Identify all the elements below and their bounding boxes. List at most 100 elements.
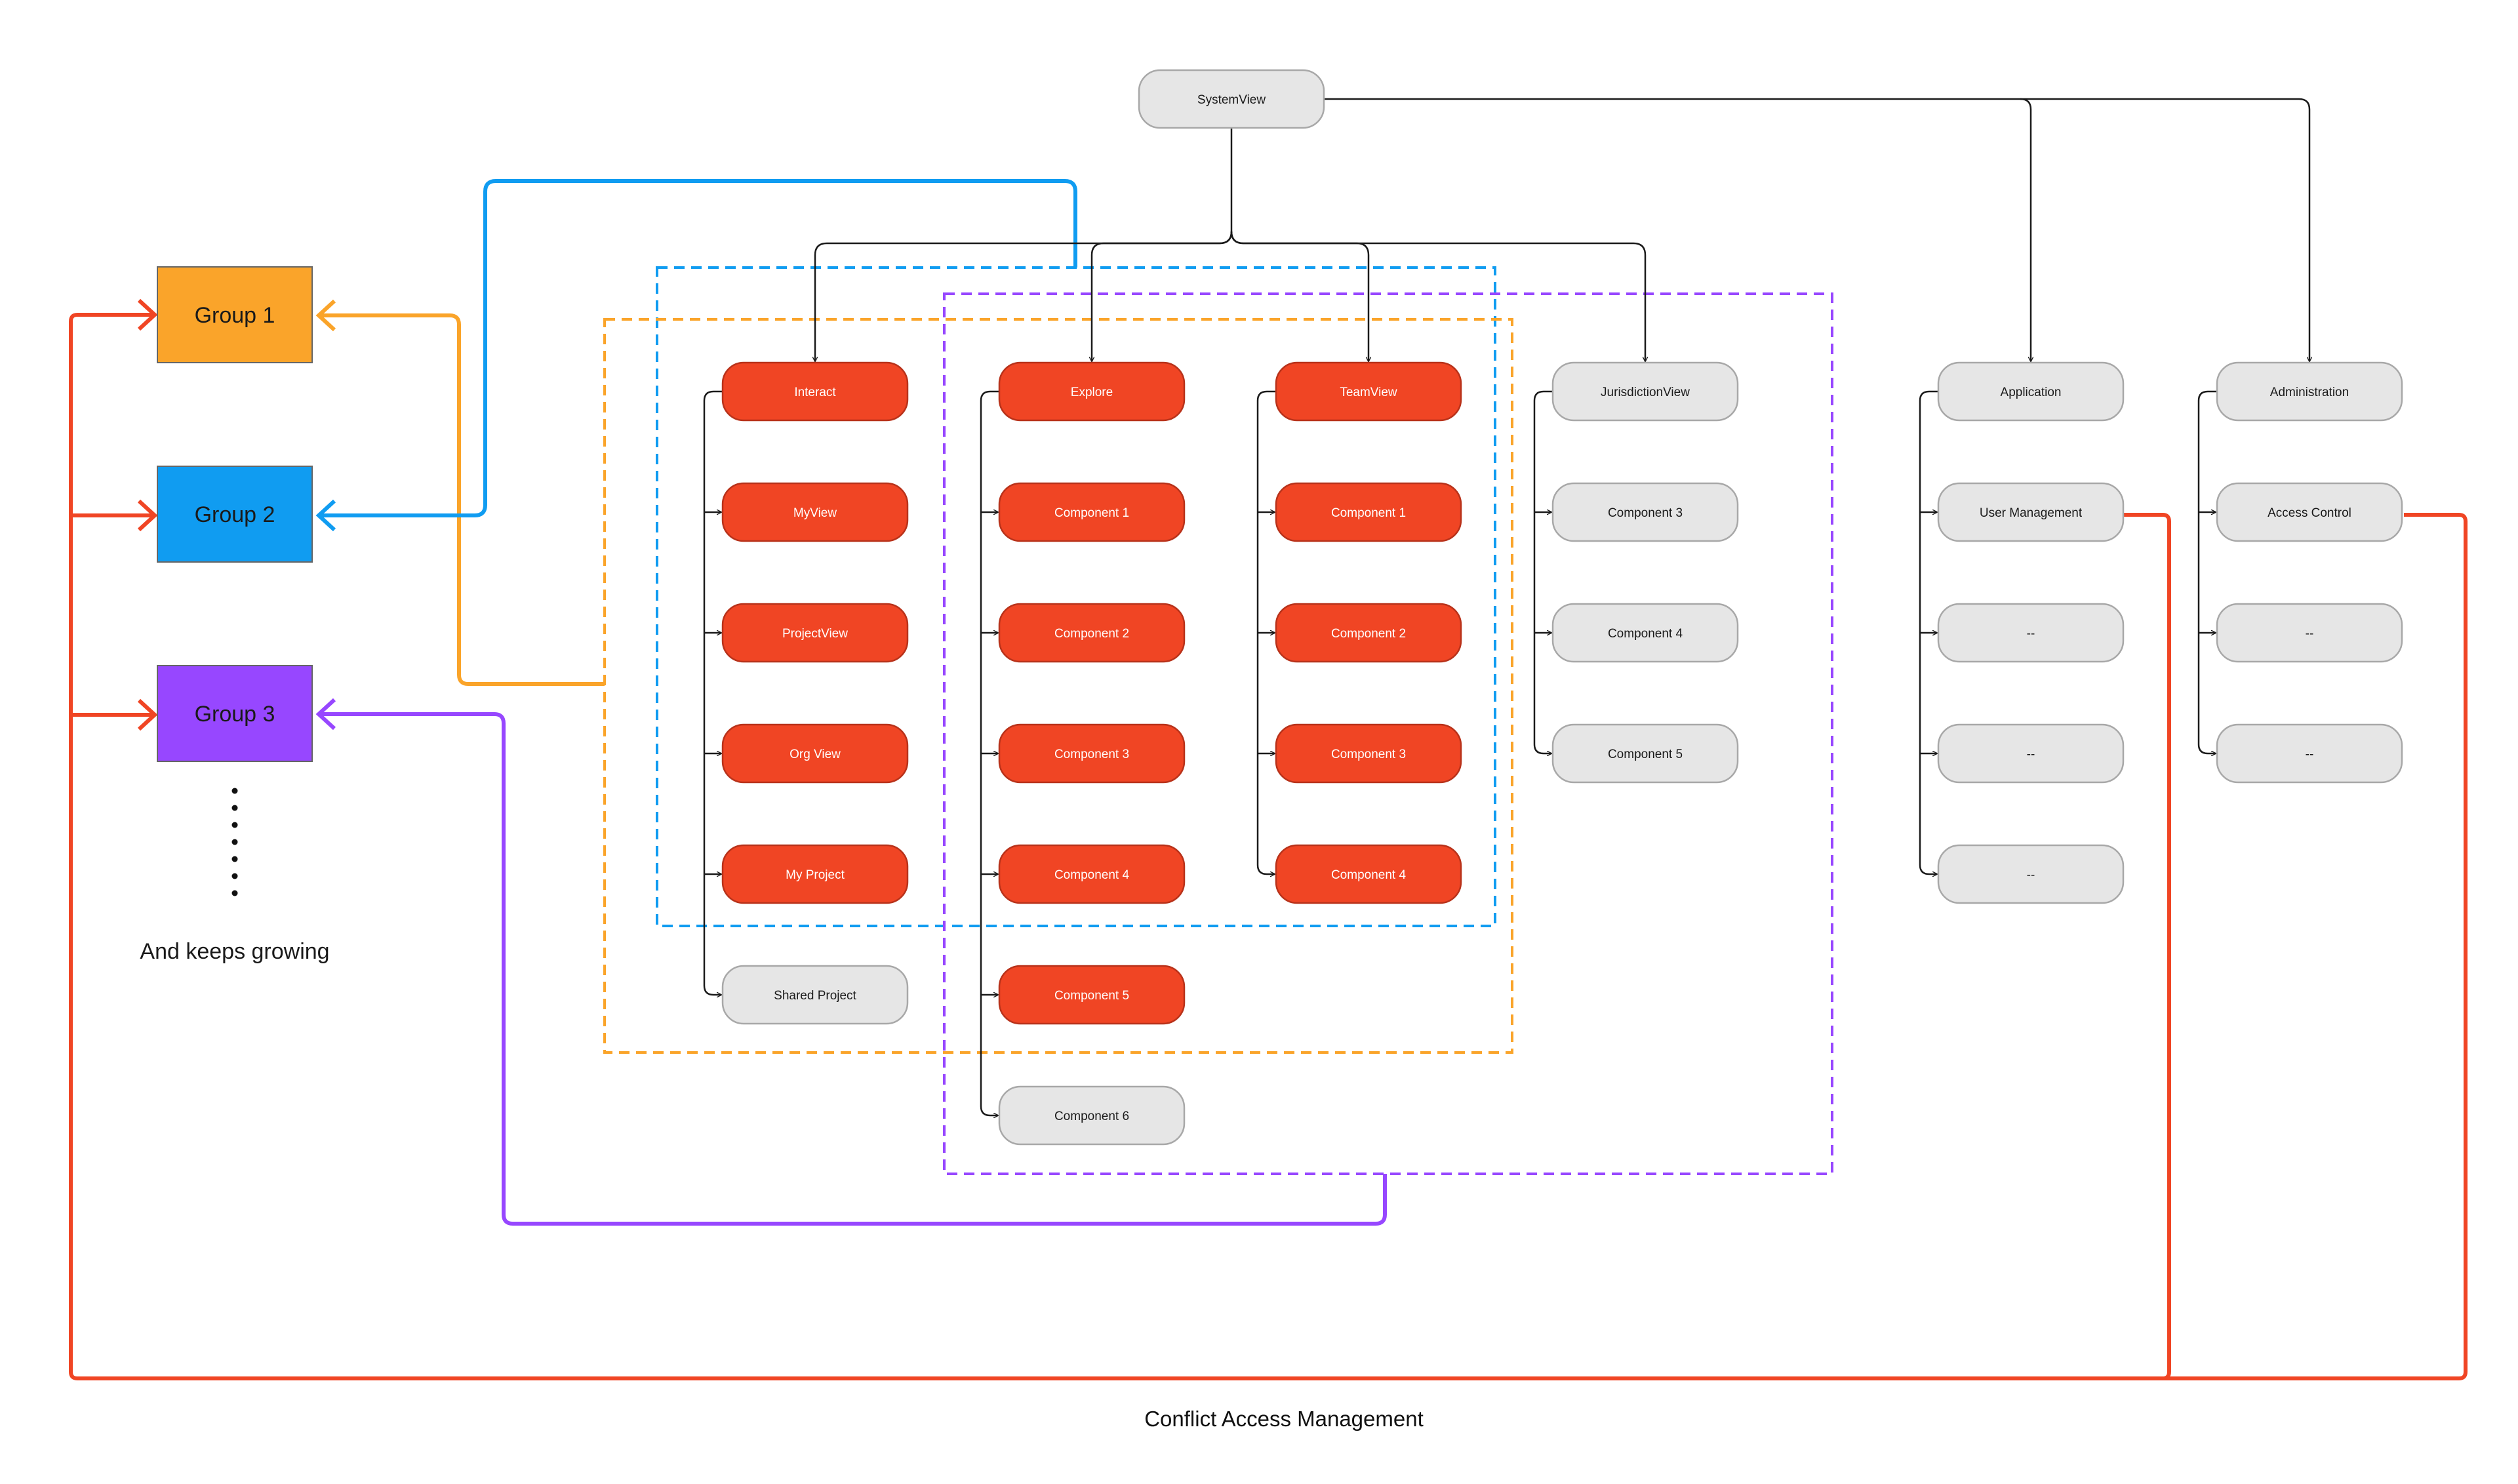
node-jurisdictionview-item-2-component-4-shape[interactable] bbox=[1551, 603, 1739, 663]
node-explore-item-2-component-2[interactable]: Component 2 bbox=[998, 603, 1186, 663]
tree-connector bbox=[703, 390, 723, 986]
node-teamview-shape[interactable] bbox=[1275, 361, 1462, 422]
node-teamview-item-2-component-2-shape[interactable] bbox=[1275, 603, 1462, 663]
node-administration-item-3-placeholder-label: -- bbox=[2306, 748, 2314, 761]
node-administration-shape[interactable] bbox=[2216, 361, 2403, 422]
node-teamview-item-2-component-2-label: Component 2 bbox=[1331, 627, 1406, 641]
node-explore-item-2-component-2-label: Component 2 bbox=[1054, 627, 1129, 641]
node-administration[interactable]: Administration bbox=[2216, 361, 2403, 422]
node-explore-item-1-component-1-label: Component 1 bbox=[1054, 506, 1129, 520]
node-jurisdictionview-item-3-component-5[interactable]: Component 5 bbox=[1551, 723, 1739, 784]
node-explore-shape[interactable] bbox=[998, 361, 1186, 422]
node-administration-item-3-placeholder-shape[interactable] bbox=[2216, 723, 2403, 784]
node-application-item-3-placeholder-shape[interactable] bbox=[1937, 723, 2125, 784]
node-interact-item-1-myview-shape[interactable] bbox=[721, 482, 909, 542]
node-teamview[interactable]: TeamView bbox=[1275, 361, 1462, 422]
node-application-item-2-placeholder-shape[interactable] bbox=[1937, 603, 2125, 663]
node-administration-item-3-placeholder[interactable]: -- bbox=[2216, 723, 2403, 784]
tree-connector bbox=[1230, 231, 1645, 361]
node-explore-item-2-component-2-shape[interactable] bbox=[998, 603, 1186, 663]
group-1[interactable]: Group 1 bbox=[157, 266, 313, 363]
node-application-item-4-placeholder[interactable]: -- bbox=[1937, 844, 2125, 904]
group-regions bbox=[603, 266, 1833, 1175]
node-teamview-item-4-component-4[interactable]: Component 4 bbox=[1275, 844, 1462, 904]
node-application-item-1-user-management-shape[interactable] bbox=[1937, 482, 2125, 542]
node-jurisdictionview-shape[interactable] bbox=[1551, 361, 1739, 422]
group-2-box[interactable] bbox=[157, 466, 313, 563]
node-explore-item-6-component-6-shape[interactable] bbox=[998, 1085, 1186, 1146]
node-interact-item-4-my-project[interactable]: My Project bbox=[721, 844, 909, 904]
node-interact-shape[interactable] bbox=[721, 361, 909, 422]
node-jurisdictionview[interactable]: JurisdictionView bbox=[1551, 361, 1739, 422]
node-teamview-item-1-component-1-label: Component 1 bbox=[1331, 506, 1406, 520]
node-interact-item-3-org-view[interactable]: Org View bbox=[721, 723, 909, 784]
group-2[interactable]: Group 2 bbox=[157, 466, 313, 563]
node-teamview-item-4-component-4-shape[interactable] bbox=[1275, 844, 1462, 904]
node-administration-item-2-placeholder-shape[interactable] bbox=[2216, 603, 2403, 663]
node-application-item-2-placeholder-label: -- bbox=[2027, 627, 2035, 641]
node-application[interactable]: Application bbox=[1937, 361, 2125, 422]
node-application-item-2-placeholder[interactable]: -- bbox=[1937, 603, 2125, 663]
group-3-box[interactable] bbox=[157, 665, 313, 762]
node-jurisdictionview-item-2-component-4[interactable]: Component 4 bbox=[1551, 603, 1739, 663]
node-interact-item-5-shared-project-shape[interactable] bbox=[721, 965, 909, 1025]
node-teamview-item-3-component-3-shape[interactable] bbox=[1275, 723, 1462, 784]
node-teamview-item-1-component-1[interactable]: Component 1 bbox=[1275, 482, 1462, 542]
group2-arrowhead-red bbox=[137, 499, 158, 532]
root-systemview-node-shape[interactable] bbox=[1138, 69, 1325, 129]
conflict-line bbox=[69, 313, 2171, 1380]
node-explore-item-1-component-1[interactable]: Component 1 bbox=[998, 482, 1186, 542]
tree-connector bbox=[1919, 390, 1938, 865]
node-explore-item-5-component-5[interactable]: Component 5 bbox=[998, 965, 1186, 1025]
group2-link bbox=[319, 179, 1077, 517]
node-explore-item-6-component-6-label: Component 6 bbox=[1054, 1110, 1129, 1123]
node-explore-item-4-component-4-shape[interactable] bbox=[998, 844, 1186, 904]
node-interact-item-4-my-project-shape[interactable] bbox=[721, 844, 909, 904]
node-application-item-3-placeholder[interactable]: -- bbox=[1937, 723, 2125, 784]
group-3[interactable]: Group 3 bbox=[157, 665, 313, 762]
node-administration-item-2-placeholder[interactable]: -- bbox=[2216, 603, 2403, 663]
node-jurisdictionview-item-2-component-4-label: Component 4 bbox=[1608, 627, 1683, 641]
group-3-label: Group 3 bbox=[195, 702, 275, 727]
root-systemview-node-label: SystemView bbox=[1197, 93, 1266, 107]
node-explore-item-6-component-6[interactable]: Component 6 bbox=[998, 1085, 1186, 1146]
tree-connector bbox=[815, 231, 1233, 361]
group-1-box[interactable] bbox=[157, 266, 313, 363]
tree-connector bbox=[1230, 231, 1369, 361]
node-interact-item-2-projectview-shape[interactable] bbox=[721, 603, 909, 663]
node-explore-item-5-component-5-shape[interactable] bbox=[998, 965, 1186, 1025]
node-administration-item-1-access-control[interactable]: Access Control bbox=[2216, 482, 2403, 542]
node-jurisdictionview-item-1-component-3-shape[interactable] bbox=[1551, 482, 1739, 542]
node-application-shape[interactable] bbox=[1937, 361, 2125, 422]
node-interact-item-4-my-project-label: My Project bbox=[786, 868, 845, 882]
node-teamview-item-1-component-1-shape[interactable] bbox=[1275, 482, 1462, 542]
node-interact-item-2-projectview[interactable]: ProjectView bbox=[721, 603, 909, 663]
node-application-item-4-placeholder-shape[interactable] bbox=[1937, 844, 2125, 904]
node-administration-item-1-access-control-shape[interactable] bbox=[2216, 482, 2403, 542]
node-explore-item-1-component-1-shape[interactable] bbox=[998, 482, 1186, 542]
conflict-line-admin bbox=[2157, 513, 2468, 1380]
node-teamview-item-3-component-3[interactable]: Component 3 bbox=[1275, 723, 1462, 784]
root-systemview-node[interactable]: SystemView bbox=[1138, 69, 1325, 129]
node-interact-item-5-shared-project[interactable]: Shared Project bbox=[721, 965, 909, 1025]
node-interact-item-3-org-view-shape[interactable] bbox=[721, 723, 909, 784]
node-teamview-item-2-component-2[interactable]: Component 2 bbox=[1275, 603, 1462, 663]
group2-link-arrowhead bbox=[315, 499, 336, 532]
node-application-item-1-user-management[interactable]: User Management bbox=[1937, 482, 2125, 542]
node-application-item-1-user-management-label: User Management bbox=[1980, 506, 2083, 520]
node-explore-item-3-component-3[interactable]: Component 3 bbox=[998, 723, 1186, 784]
groups-panel: Group 1 Group 2 Group 3 And keeps growin… bbox=[140, 266, 330, 964]
node-explore[interactable]: Explore bbox=[998, 361, 1186, 422]
tree-connector bbox=[1256, 390, 1276, 865]
group-connector-lines bbox=[69, 179, 2468, 1380]
node-jurisdictionview-item-3-component-5-shape[interactable] bbox=[1551, 723, 1739, 784]
node-explore-item-3-component-3-shape[interactable] bbox=[998, 723, 1186, 784]
node-interact[interactable]: Interact bbox=[721, 361, 909, 422]
group-2-label: Group 2 bbox=[195, 502, 275, 527]
node-explore-item-4-component-4[interactable]: Component 4 bbox=[998, 844, 1186, 904]
node-jurisdictionview-item-1-component-3[interactable]: Component 3 bbox=[1551, 482, 1739, 542]
node-interact-item-1-myview[interactable]: MyView bbox=[721, 482, 909, 542]
group1-arrowhead bbox=[137, 298, 158, 331]
